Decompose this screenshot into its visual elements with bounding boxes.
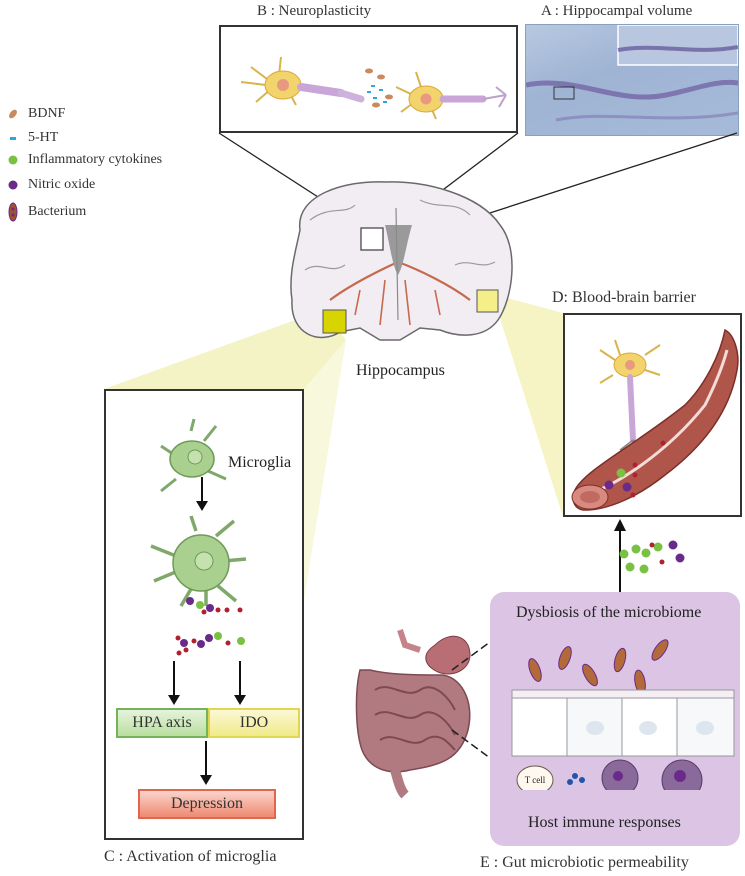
legend-item-5ht: 5-HT [6,130,58,146]
epithelium-icon [511,689,735,757]
neuron-bbb-icon [599,339,661,456]
brain-box-b [360,227,384,251]
blood-brain-barrier-panel [563,313,742,517]
neuron-synapse-illustration [240,56,507,120]
serotonin-icon [6,131,20,145]
legend-item-nitric-oxide: Nitric oxide [6,177,95,193]
cytokine-icon [6,153,20,167]
microglia-resting-icon [160,418,227,493]
synapse-molecules [365,68,393,108]
gut-zoom-lines [451,641,491,759]
panel-c-title: C : Activation of microglia [104,848,277,865]
hippocampus-label: Hippocampus [356,362,445,379]
legend-item-cytokines: Inflammatory cytokines [6,152,162,168]
ido-box: IDO [208,708,300,738]
gut-permeability-panel: Dysbiosis of the microbiome [490,592,740,846]
brain-box-d [476,289,499,313]
intestine-icon [355,629,471,799]
tcell-label: T cell [524,775,546,785]
brain-icon [290,181,513,341]
legend-label: Nitric oxide [28,177,96,192]
legend-item-bacterium: Bacterium [6,200,86,224]
dysbiosis-label: Dysbiosis of the microbiome [516,604,702,621]
brain-box-c [322,309,347,334]
legend-label: Bacterium [28,204,87,219]
legend-item-bdnf: BDNF [6,106,65,122]
panel-b-title: B : Neuroplasticity [257,3,372,19]
microglia-panel: Microglia HPA axis IDO Depression [104,389,304,840]
hpa-axis-box: HPA axis [116,708,208,738]
cone-c [104,310,346,389]
microglia-activated-icon [150,515,247,607]
gut-to-bbb-arrow [614,519,685,592]
nitric-oxide-icon [6,178,20,192]
panel-e-title: E : Gut microbiotic permeability [480,854,689,871]
neuroplasticity-panel [219,25,518,133]
legend-label: Inflammatory cytokines [28,152,163,167]
depression-box: Depression [138,789,276,819]
microglia-label: Microglia [228,454,292,471]
hippocampal-histology-image [525,24,739,136]
bdnf-icon [6,107,20,121]
cone-d [478,290,563,517]
neuron-right-icon [395,71,507,120]
neuron-left-icon [240,56,365,106]
bacterium-icon [6,200,20,224]
immune-cells-icon [516,759,703,790]
panel-d-title: D: Blood-brain barrier [552,289,696,306]
immune-responses-label: Host immune responses [528,814,681,831]
legend-label: BDNF [28,106,66,121]
blood-vessel-icon [571,328,739,511]
panel-a-title: A : Hippocampal volume [541,3,693,19]
legend-label: 5-HT [28,130,59,145]
